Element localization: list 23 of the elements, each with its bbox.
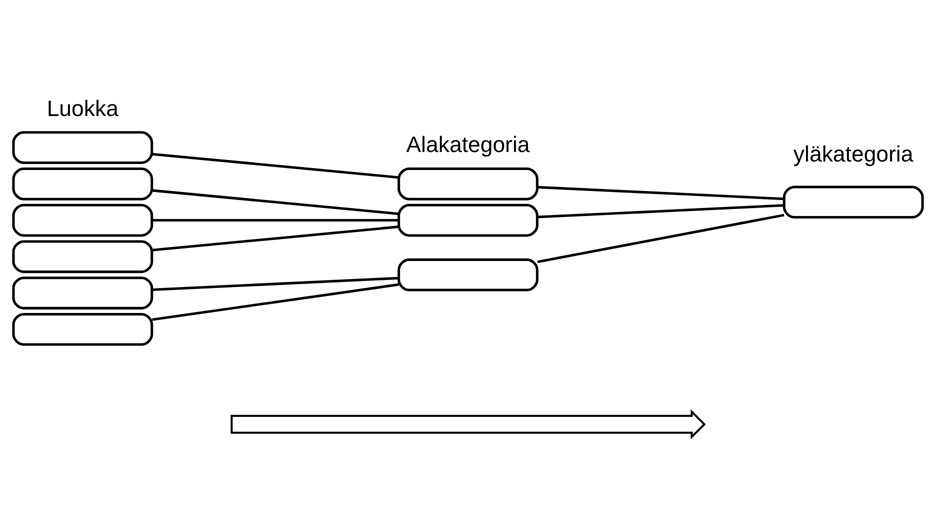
node-box (12, 240, 153, 274)
node-box (12, 168, 153, 200)
node-box (397, 168, 538, 200)
connector (152, 219, 398, 222)
node-box (12, 204, 153, 237)
node-box (12, 131, 153, 164)
node-box (397, 258, 538, 292)
connector (152, 226, 398, 252)
connector (152, 152, 398, 179)
label: Alakategoria (406, 132, 530, 158)
node-box (782, 186, 924, 219)
node-box (397, 204, 538, 237)
label: Luokka (46, 96, 118, 121)
connector (536, 214, 784, 264)
connector (152, 283, 398, 321)
connector (536, 204, 784, 218)
node-box (12, 276, 153, 310)
connector (536, 186, 784, 200)
connector (152, 189, 398, 216)
connector (152, 276, 398, 292)
label: yläkategoria (792, 141, 913, 166)
node-arrow (230, 409, 706, 440)
node-box (12, 312, 153, 346)
